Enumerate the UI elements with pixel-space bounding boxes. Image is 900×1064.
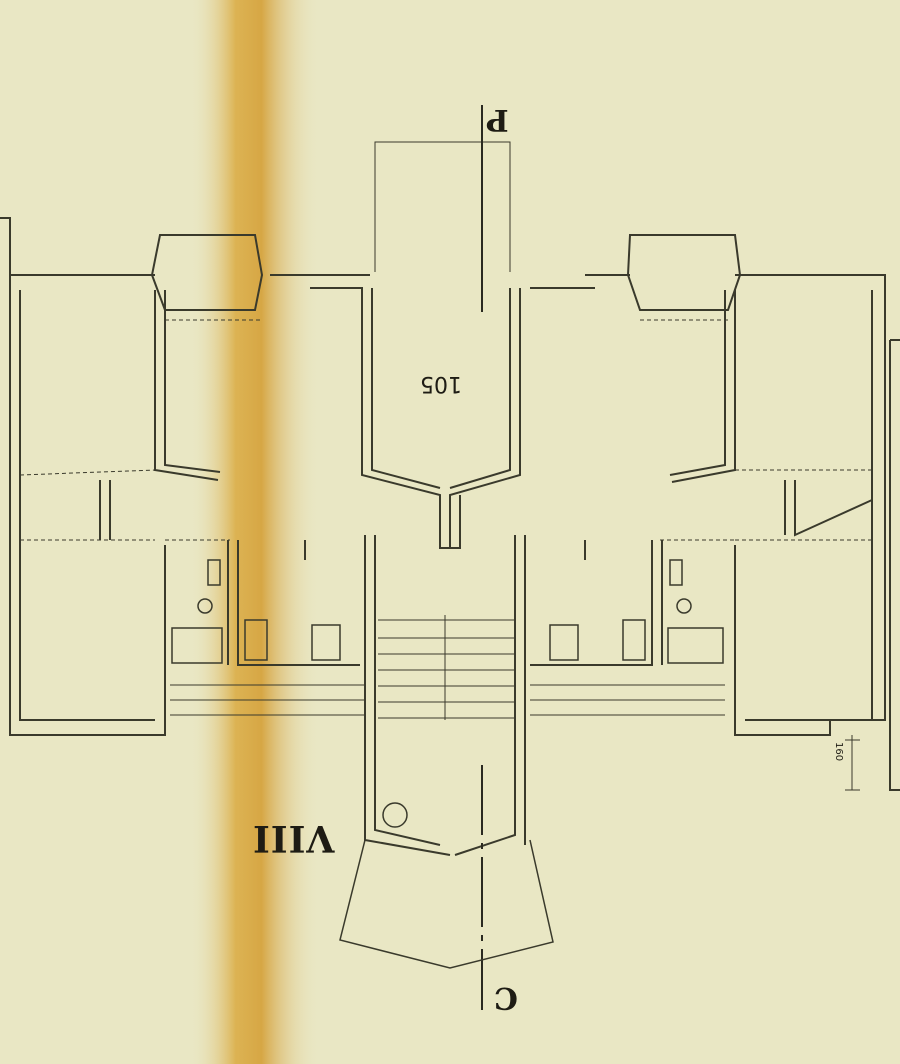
block-number-label: VIII <box>252 817 335 859</box>
dashed-lines <box>19 319 872 541</box>
paper-stain <box>190 0 320 1064</box>
section-marker-bottom: C <box>494 980 518 1015</box>
interior-walls <box>99 290 873 856</box>
section-marker-top: P <box>486 102 509 137</box>
entrance-canopy <box>339 839 554 969</box>
balconies <box>150 141 742 311</box>
dimension-marker <box>845 735 860 791</box>
dimension-label: 160 <box>833 742 844 762</box>
fixtures <box>171 559 724 828</box>
room-number-label: 105 <box>420 371 462 396</box>
stairs <box>170 615 725 720</box>
building-outline <box>0 217 900 791</box>
